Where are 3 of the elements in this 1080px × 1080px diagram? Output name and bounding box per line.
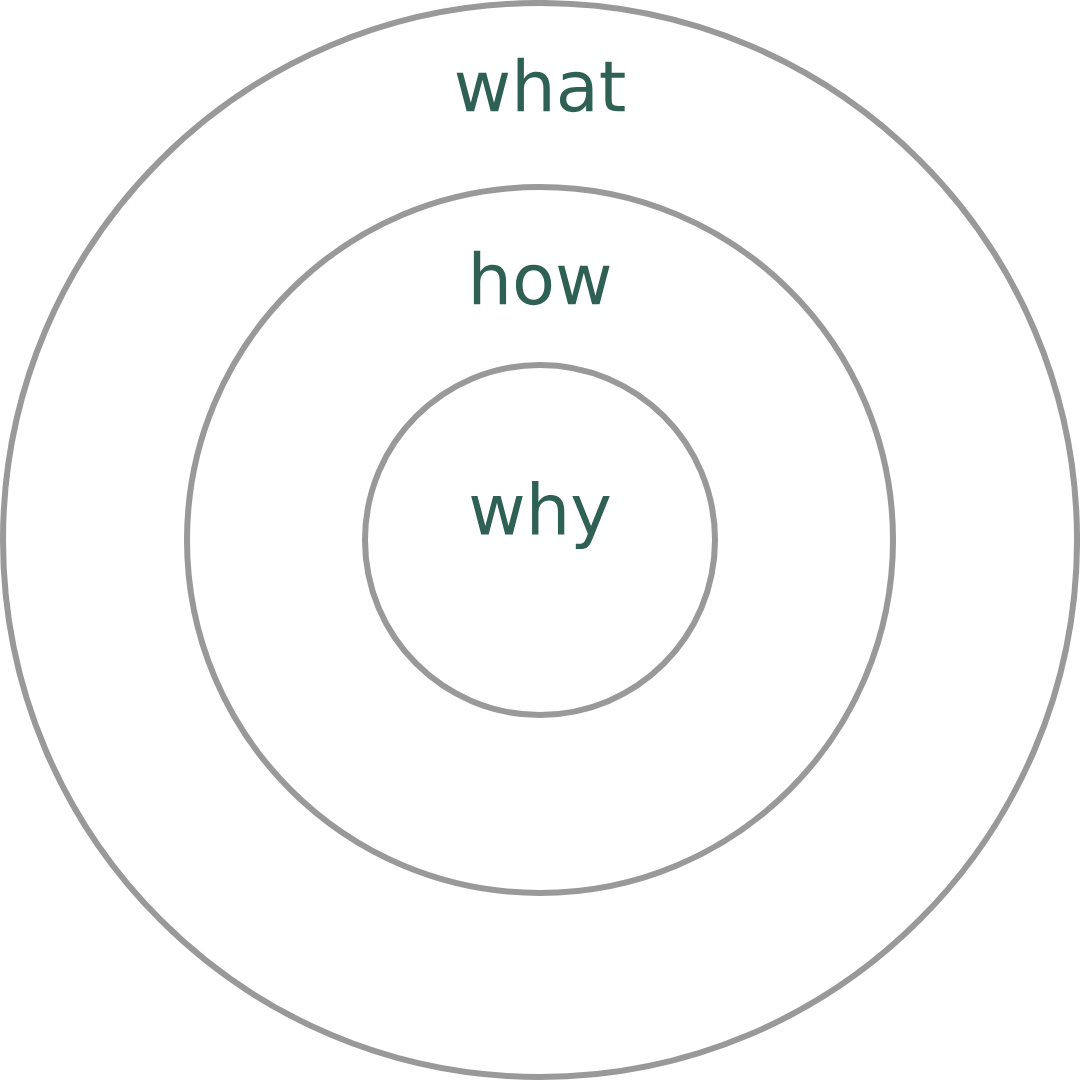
ring-label: why — [471, 480, 610, 549]
ring-label: what — [456, 57, 625, 113]
ring-label: how — [473, 250, 610, 306]
